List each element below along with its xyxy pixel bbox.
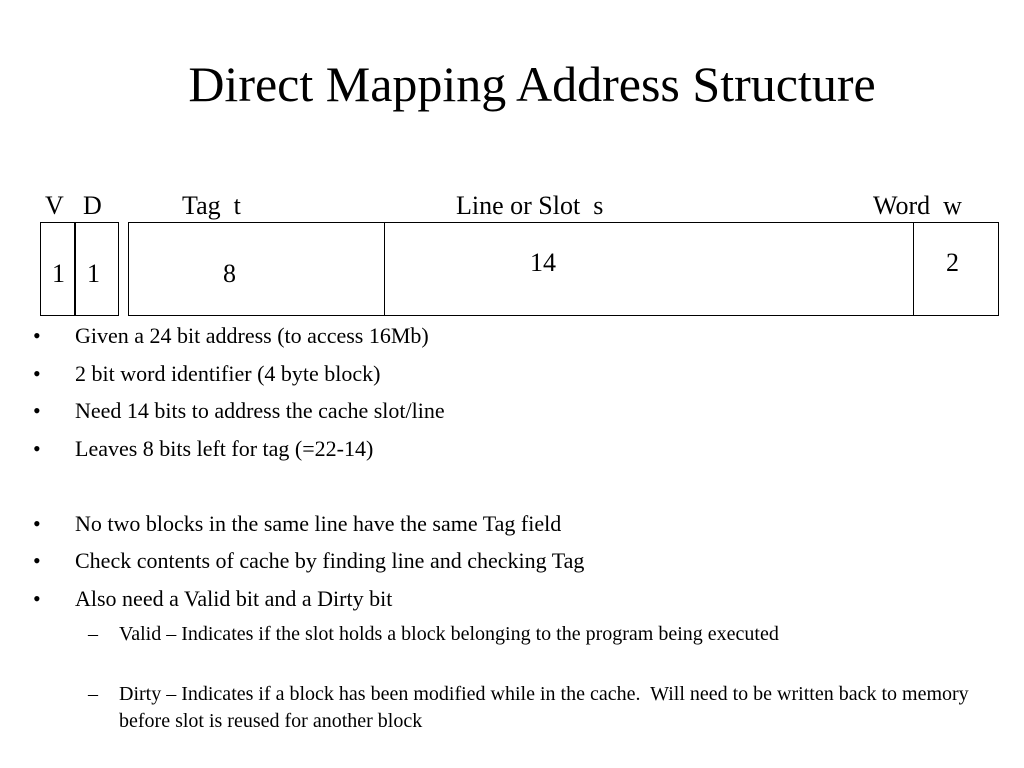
bullet-text: Given a 24 bit address (to access 16Mb) <box>75 323 429 348</box>
bullet-text: No two blocks in the same line have the … <box>75 511 562 536</box>
bullet-marker: • <box>33 436 41 461</box>
valid-bit-box <box>40 222 75 316</box>
valid-bit-label: V <box>45 191 64 220</box>
line-field-label: Line or Slot s <box>456 191 604 220</box>
bullet-marker: • <box>33 511 41 536</box>
line-word-divider <box>913 222 914 316</box>
line-bit-width: 14 <box>530 248 556 277</box>
bullet-text: Leaves 8 bits left for tag (=22-14) <box>75 436 374 461</box>
tag-bit-width: 8 <box>223 259 236 288</box>
sub-bullet-text: Dirty – Indicates if a block has been mo… <box>119 683 974 732</box>
dirty-bit-label: D <box>83 191 102 220</box>
sub-bullet-marker: – <box>88 683 98 705</box>
dirty-bit-width: 1 <box>87 259 100 288</box>
bullet-marker: • <box>33 586 41 611</box>
bullet-text: Also need a Valid bit and a Dirty bit <box>75 586 393 611</box>
bullet-marker: • <box>33 361 41 386</box>
word-field-label: Word w <box>873 191 962 220</box>
bullet-text: Check contents of cache by finding line … <box>75 548 585 573</box>
bullet-marker: • <box>33 398 41 423</box>
slide-title: Direct Mapping Address Structure <box>188 56 876 112</box>
sub-bullet-marker: – <box>88 623 98 645</box>
address-fields-box <box>128 222 999 316</box>
bullet-marker: • <box>33 548 41 573</box>
tag-line-divider <box>384 222 385 316</box>
bullet-text: 2 bit word identifier (4 byte block) <box>75 361 381 386</box>
bullet-marker: • <box>33 323 41 348</box>
tag-field-label: Tag t <box>182 191 241 220</box>
sub-bullet-text: Valid – Indicates if the slot holds a bl… <box>119 623 779 645</box>
bullet-text: Need 14 bits to address the cache slot/l… <box>75 398 445 423</box>
valid-bit-width: 1 <box>52 259 65 288</box>
dirty-bit-box <box>75 222 119 316</box>
word-bit-width: 2 <box>946 248 959 277</box>
